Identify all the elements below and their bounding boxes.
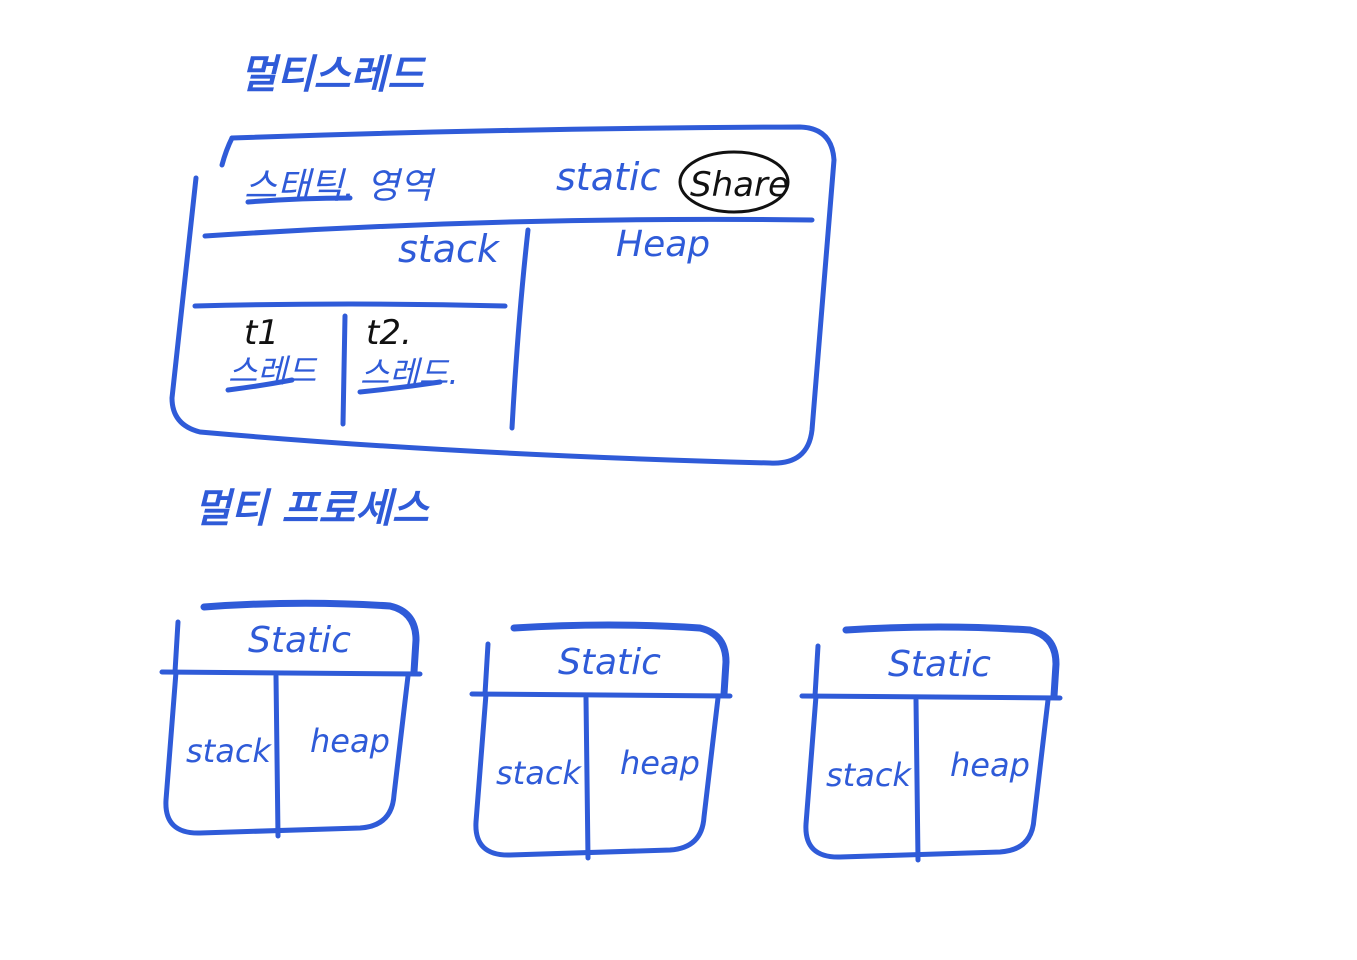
process-3-heap-label: heap [950,746,1030,784]
process-1-static-label: Static [248,620,351,661]
static-label: static [556,155,660,199]
process-1-heap-label: heap [310,722,390,760]
process-2-static-label: Static [558,642,661,683]
process-box-1: Static stack heap [159,599,423,839]
thread-2-id: t2. [366,313,412,353]
process-2-heap-label: heap [620,744,700,782]
process-1-stack-label: stack [186,732,272,770]
stack-label: stack [398,227,501,271]
multithread-title: 멀티스레드 [240,52,426,98]
thread-divider [340,313,348,427]
multithread-outer-box [169,124,837,466]
header-divider [202,216,815,239]
share-label: Share [690,165,789,205]
thread-1-id: t1 [244,313,279,353]
stack-heap-divider [509,227,531,431]
process-box-3: Static stack heap [799,623,1063,863]
process-2-stack-label: stack [496,754,582,792]
process-3-stack-label: stack [826,756,912,794]
process-box-2: Static stack heap [469,621,733,861]
stack-divider [192,301,508,309]
share-oval [678,150,790,214]
process-3-static-label: Static [888,644,991,685]
heap-label: Heap [616,224,710,265]
multiprocess-title: 멀티 프로세스 [194,486,431,532]
